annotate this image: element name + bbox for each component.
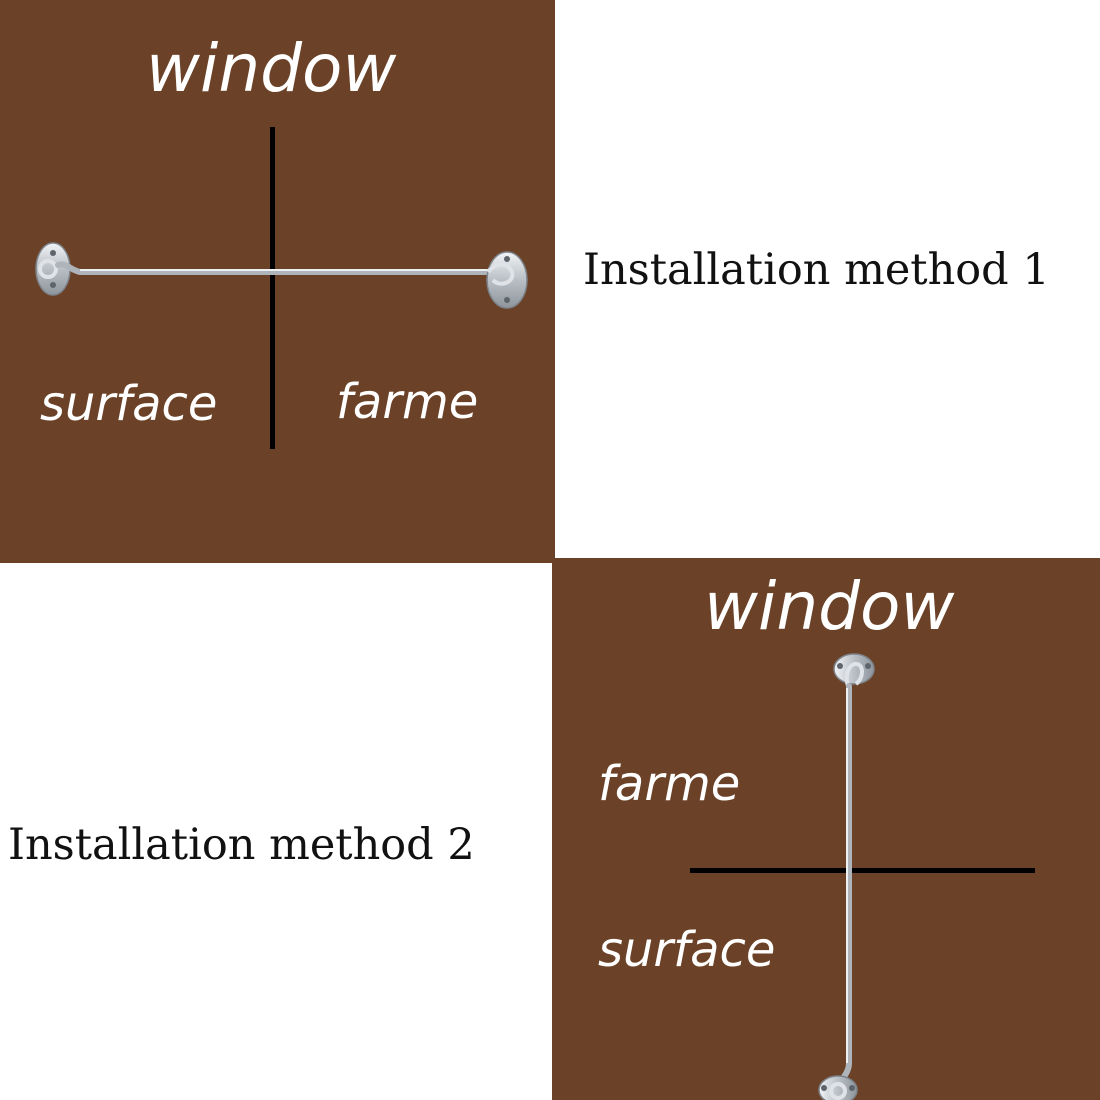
method1-divider-line [270, 127, 275, 449]
method1-hook-latch-icon [35, 242, 528, 309]
method2-title: Installation method 2 [8, 820, 475, 870]
method1-title: Installation method 1 [583, 245, 1050, 295]
method2-panel: window farme surface [552, 558, 1100, 1100]
method1-panel: window surface farme [0, 0, 555, 563]
method2-window-label: window [704, 568, 955, 645]
method1-window-label: window [146, 30, 397, 107]
method2-lower-label: surface [598, 922, 776, 978]
method2-upper-label: farme [598, 756, 741, 812]
method2-hook-latch-icon [818, 653, 875, 1100]
method1-left-label: surface [40, 376, 218, 432]
method1-right-label: farme [336, 374, 479, 430]
method2-divider-line [690, 868, 1035, 873]
